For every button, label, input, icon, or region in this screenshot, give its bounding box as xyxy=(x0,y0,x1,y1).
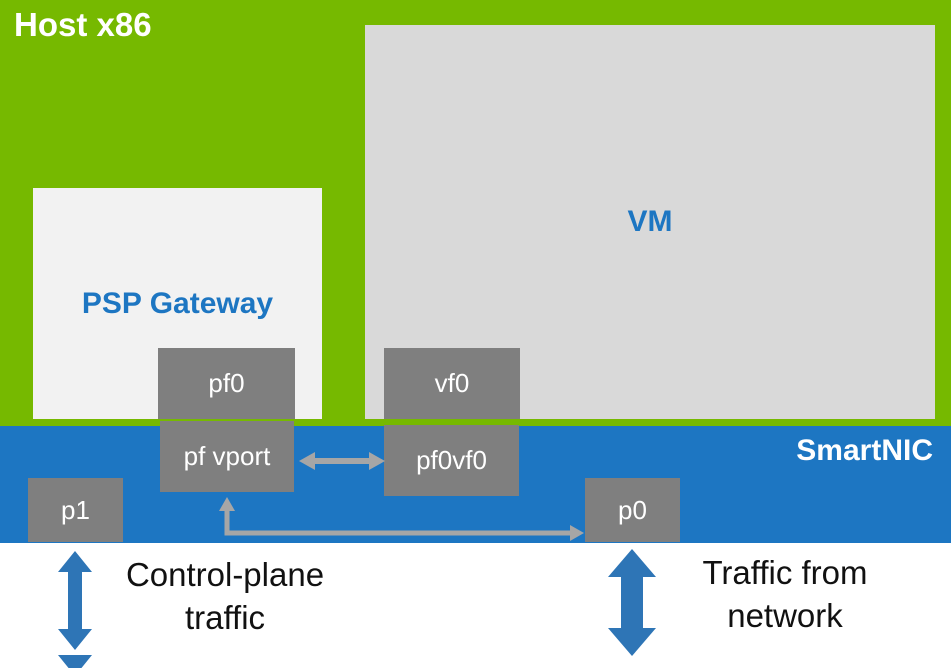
node-p1: p1 xyxy=(28,478,123,542)
smartnic-label: SmartNIC xyxy=(796,434,933,467)
node-vf0-label: vf0 xyxy=(434,368,470,398)
node-p1-label: p1 xyxy=(61,494,90,525)
psp-gateway-label: PSP Gateway xyxy=(81,286,274,320)
node-p0-label: p0 xyxy=(618,494,647,525)
node-p0: p0 xyxy=(585,478,680,542)
node-pf0: pf0 xyxy=(158,348,295,419)
vm-label: VM xyxy=(627,205,673,238)
network-traffic-annotation-line1: Traffic from xyxy=(702,554,868,591)
network-traffic-annotation: Traffic from network xyxy=(625,551,945,637)
host-x86-label: Host x86 xyxy=(14,6,152,43)
control-plane-annotation-line1: Control-plane xyxy=(125,556,325,593)
node-pf-vport-label: pf vport xyxy=(183,441,271,471)
node-pf0vf0-label: pf0vf0 xyxy=(416,445,487,475)
node-vf0: vf0 xyxy=(384,348,520,419)
node-pf0vf0: pf0vf0 xyxy=(384,425,519,496)
control-plane-annotation-line2: traffic xyxy=(184,599,266,636)
node-pf0-label: pf0 xyxy=(208,368,245,398)
network-traffic-annotation-line2: network xyxy=(727,597,843,634)
node-pf-vport: pf vport xyxy=(160,421,294,492)
control-plane-annotation: Control-plane traffic xyxy=(60,553,390,639)
